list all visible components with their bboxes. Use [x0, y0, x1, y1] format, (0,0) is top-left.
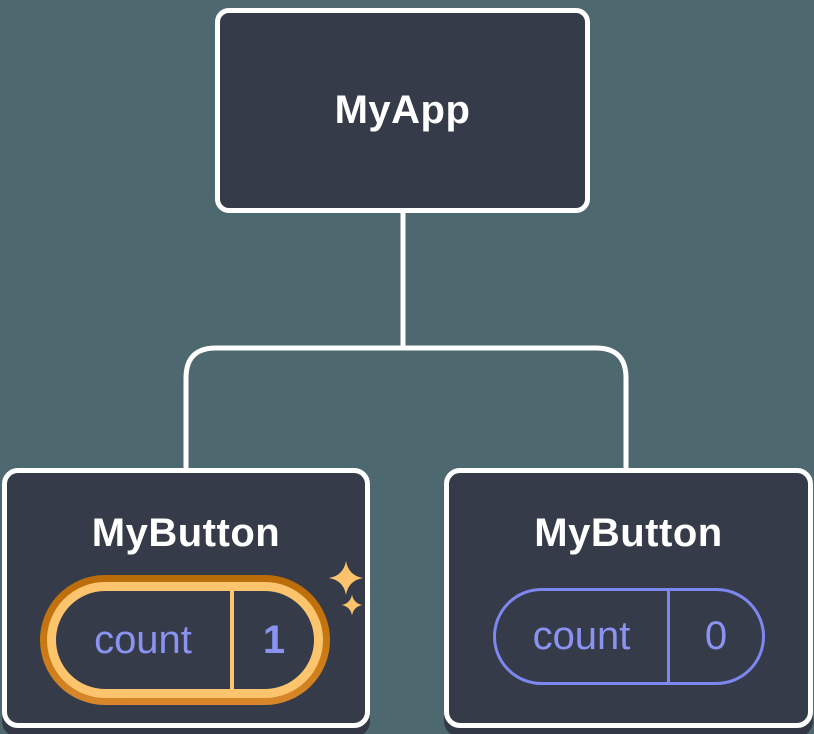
node-myapp: MyApp — [215, 8, 590, 213]
state-name: count — [94, 617, 192, 662]
state-pill: count 0 — [493, 588, 765, 685]
state-name: count — [532, 614, 631, 658]
state-pill-highlighted: count 1 — [40, 575, 330, 705]
pill-divider — [667, 591, 670, 682]
node-myapp-label: MyApp — [334, 88, 471, 132]
node-mybutton-highlighted: MyButton count 1 — [2, 468, 370, 728]
pill-divider — [230, 591, 234, 689]
state-value: 1 — [262, 617, 286, 662]
node-title: MyButton — [534, 511, 723, 555]
node-mybutton-plain: MyButton count 0 — [444, 468, 813, 728]
node-title: MyButton — [91, 511, 281, 555]
state-value: 0 — [704, 614, 728, 658]
